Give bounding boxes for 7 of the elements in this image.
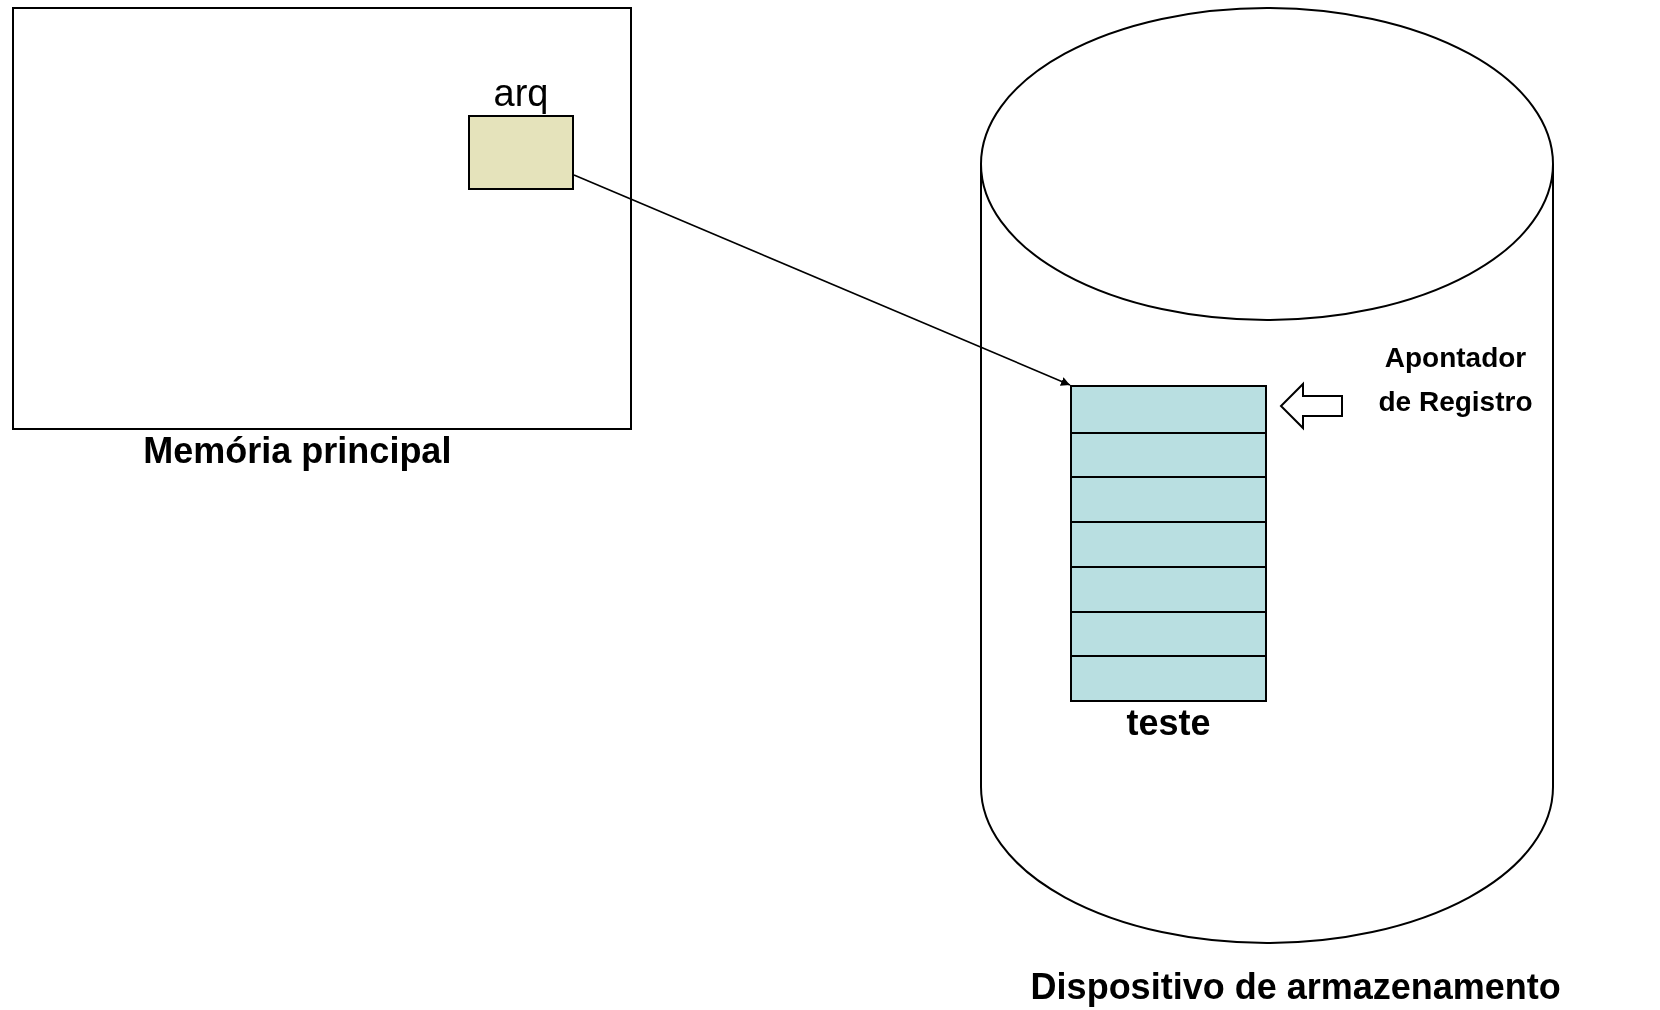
- block-arrow: [1279, 381, 1343, 431]
- pointer-label: Apontador de Registro: [1377, 341, 1534, 419]
- caption-label: Memória principal: [143, 430, 452, 472]
- arrow: [573, 174, 1071, 386]
- caption-label: Dispositivo de armazenamento: [1030, 966, 1561, 1008]
- variable-name: arq: [493, 72, 549, 115]
- caption-label: teste: [1126, 702, 1211, 744]
